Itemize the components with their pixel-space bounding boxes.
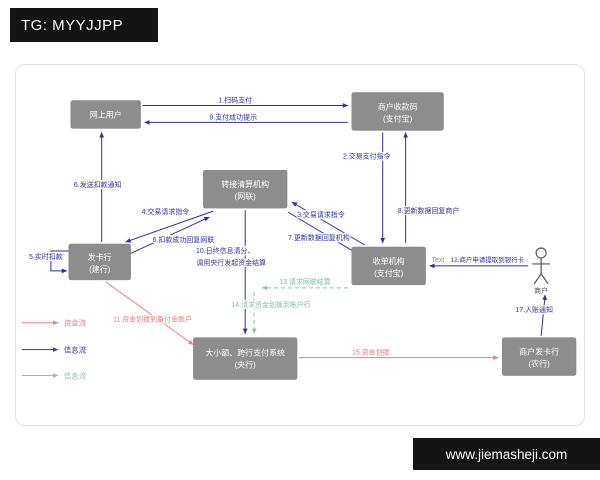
node-clearing-house: 转接清算机构 (网联) (203, 170, 288, 209)
watermark-footer-text: www.jiemasheji.com (445, 446, 568, 462)
label-text-annotation: Text (432, 257, 445, 264)
label-fund-transfer: 15.资金划拨 (352, 348, 390, 357)
node-merchant-qr-label-1: 商户收款码 (378, 101, 418, 111)
edge-deduct-success (129, 216, 210, 255)
label-deduct-success: 6.扣款成功回复网联 (153, 235, 215, 244)
node-merchant-qr: 商户收款码 (支付宝) (351, 92, 444, 131)
label-fund-to-reserve: 11.资金划拨到备付金账户 (113, 315, 192, 324)
person-head (535, 247, 547, 259)
watermark-header-text: TG: MYYJJPP (21, 16, 124, 34)
legend-fund-flow-label: 资金流 (64, 318, 87, 328)
label-deduct-notice: 6.发送扣款通知 (74, 180, 122, 189)
node-central-bank-label-2: (央行) (235, 360, 257, 370)
node-acquirer-label-1: 收单机构 (373, 256, 405, 266)
edge-credit-notice (540, 294, 548, 336)
node-online-user-box (70, 100, 141, 129)
legend-info-flow-label: 信息流 (64, 345, 87, 355)
label-realtime-deduct: 5.实时扣款 (29, 252, 63, 261)
edge-update-acquirer (287, 211, 359, 255)
label-txn-request-clearing: 3.交易请求指令 (297, 210, 345, 219)
legend: 资金流 信息流 信息流 (21, 318, 87, 381)
label-withdraw-request: 12.商户申请提取到银行卡 (450, 255, 524, 264)
node-clearing-house-label-1: 转接清算机构 (221, 179, 269, 189)
node-merchant-bank-label-2: (农行) (529, 359, 551, 369)
label-credit-notice: 17.入账通知 (515, 305, 553, 314)
edge-fund-to-reserve (105, 281, 194, 346)
legend-settle-flow-label: 信息流 (64, 371, 87, 381)
merchant-person-label: 商户 (534, 286, 548, 295)
edge-labels: 1.扫码支付 9.支付成功提示 6.发送扣款通知 2.交易支付指令 8.更新数据… (28, 94, 554, 358)
label-txn-request-issuer: 4.交易请求指令 (142, 207, 190, 216)
node-acquirer-label-2: (支付宝) (374, 268, 404, 278)
label-pay-success: 9.支付成功提示 (209, 112, 257, 121)
node-central-bank: 大小额、跨行支付系统 (央行) (193, 337, 298, 380)
label-request-clearing-settle: 13.请求网联结算 (279, 277, 331, 286)
node-online-user: 网上用户 (70, 100, 141, 129)
merchant-person-icon (532, 247, 551, 285)
label-request-fund-to-bank: 14.请求资金划拨到账户行 (231, 300, 310, 309)
edge-txn-request-issuer (125, 210, 214, 243)
person-leg-right (540, 273, 549, 285)
node-central-bank-label-1: 大小额、跨行支付系统 (205, 348, 285, 358)
label-update-merchant: 8.更新数据回复商户 (398, 206, 460, 215)
label-pay-instruction: 2.交易支付指令 (343, 151, 391, 160)
payment-flow-diagram: 1.扫码支付 9.支付成功提示 6.发送扣款通知 2.交易支付指令 8.更新数据… (21, 92, 577, 381)
node-issuing-bank-label-1: 发卡行 (88, 252, 112, 262)
watermark-footer-badge: www.jiemasheji.com (413, 438, 600, 470)
label-scan-pay: 1.扫码支付 (218, 96, 252, 105)
node-online-user-label: 网上用户 (90, 109, 122, 119)
node-merchant-qr-box (351, 92, 444, 131)
label-update-acquirer: 7.更新数据回复机构 (288, 233, 350, 242)
node-issuing-bank: 发卡行 (建行) (68, 243, 131, 281)
edge-realtime-deduct-loop (50, 250, 69, 274)
person-leg-left (533, 273, 542, 285)
node-merchant-bank: 商户发卡行 (农行) (502, 337, 577, 376)
node-clearing-house-box (203, 170, 288, 209)
label-eod-settlement-1: 10.日终信息清分、 (196, 246, 254, 255)
node-central-bank-box (193, 337, 298, 380)
label-eod-settlement-2: 调用央行发起资金结算 (196, 258, 266, 267)
edge-txn-request-clearing (291, 201, 366, 246)
node-issuing-bank-label-2: (建行) (89, 264, 111, 274)
node-clearing-house-label-2: (网联) (235, 192, 257, 201)
watermark-header-badge: TG: MYYJJPP (10, 8, 158, 42)
node-merchant-qr-label-2: (支付宝) (383, 113, 413, 123)
node-merchant-bank-label-1: 商户发卡行 (519, 347, 559, 357)
node-merchant-bank-box (502, 337, 577, 376)
edges (50, 103, 548, 360)
diagram-panel: 1.扫码支付 9.支付成功提示 6.发送扣款通知 2.交易支付指令 8.更新数据… (15, 64, 585, 426)
node-issuing-bank-box (68, 243, 131, 281)
node-acquirer: 收单机构 (支付宝) (351, 246, 426, 286)
node-acquirer-box (351, 246, 426, 286)
